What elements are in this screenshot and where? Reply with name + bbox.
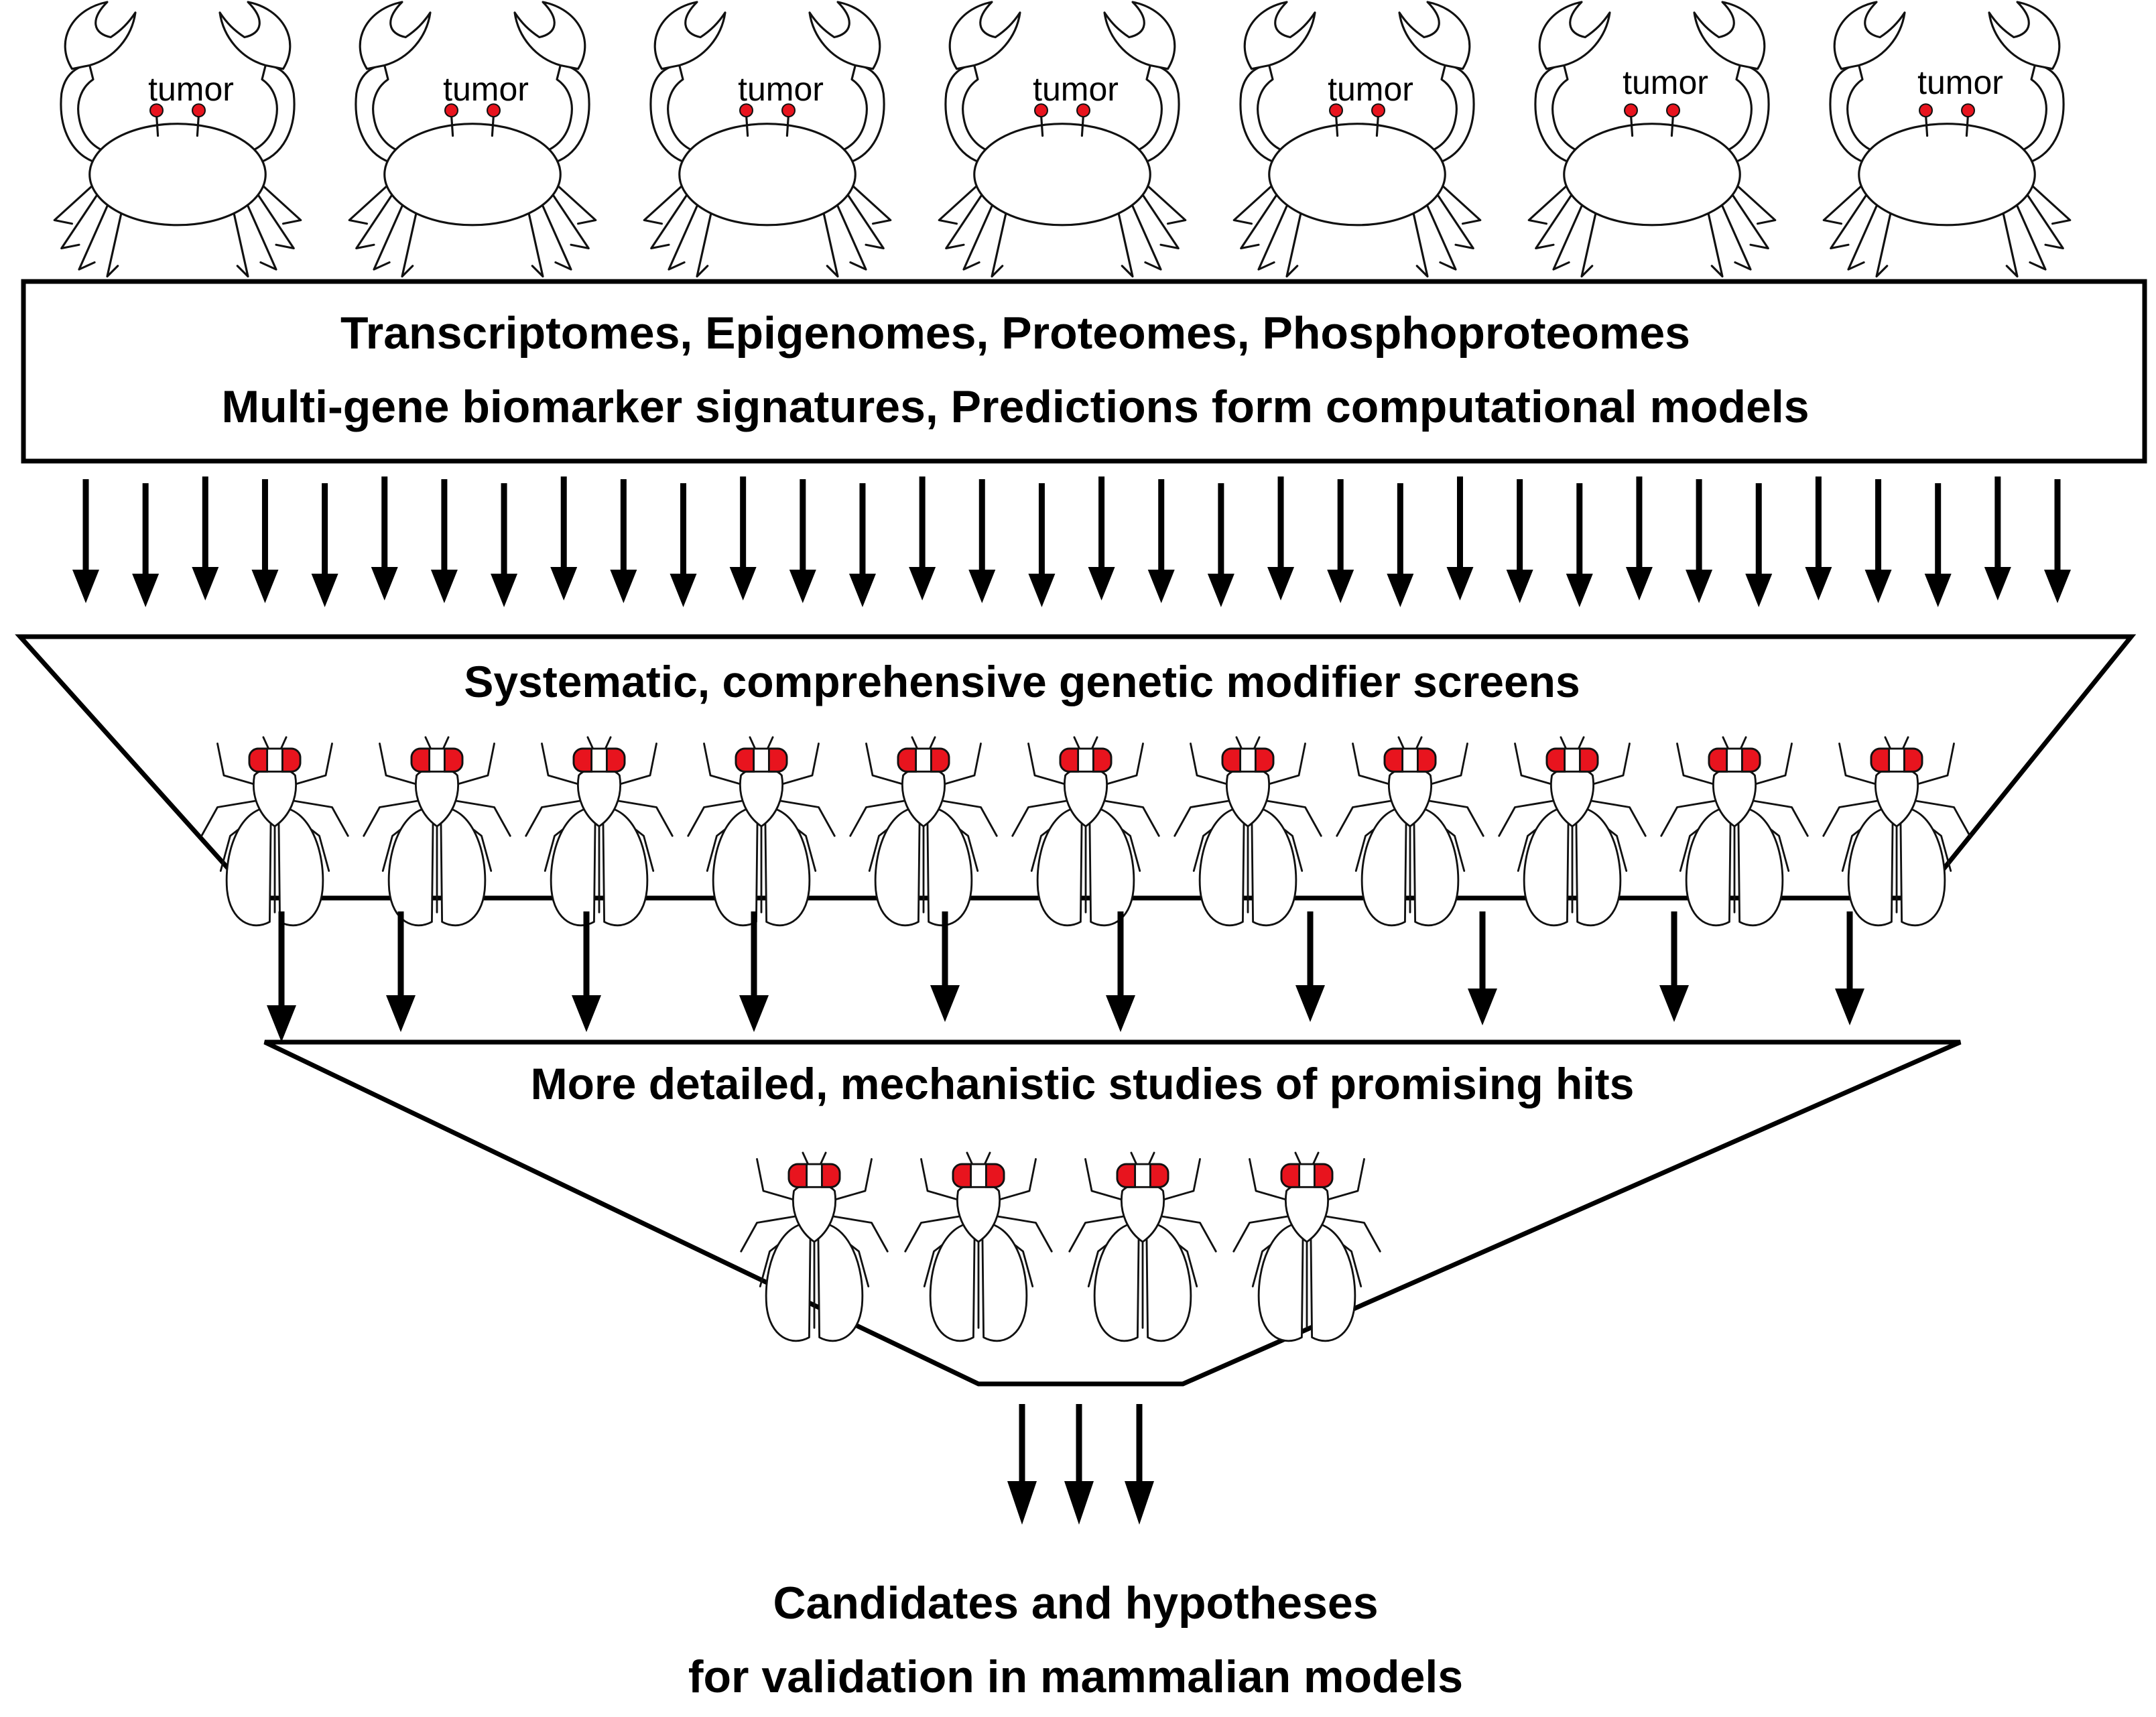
mechanistic-funnel [263,1039,1962,1387]
down-arrow [1147,479,1175,603]
crab-icon [1822,1,2072,278]
crab-label: tumor [1033,70,1119,108]
crab-icon [938,1,1187,278]
down-arrow [386,911,416,1032]
down-arrow [1625,476,1653,600]
screen-title: Systematic, comprehensive genetic modifi… [464,657,1580,706]
down-arrow [1327,479,1354,603]
crab-label: tumor [148,70,234,108]
output-line-1: Candidates and hypotheses [773,1578,1378,1629]
down-arrow [1267,476,1295,600]
arrows-screen-to-mechanistic [267,911,1864,1042]
down-arrow [132,483,160,607]
arrows-omics-to-screen [72,476,2071,607]
down-arrow [1984,476,2011,600]
down-arrow [1686,479,1713,603]
down-arrow [670,483,697,607]
down-arrow [267,911,296,1042]
output-line-2: for validation in mammalian models [688,1651,1463,1702]
down-arrow [1295,911,1325,1022]
omics-box [21,279,2147,464]
down-arrow [371,476,398,600]
arrows-to-output [1007,1404,1154,1525]
crab-label: tumor [1917,64,2003,101]
down-arrow [968,479,996,603]
crab-label: tumor [1623,64,1708,101]
down-arrow [1064,1404,1094,1525]
down-arrow [739,911,769,1032]
down-arrow [1125,1404,1154,1525]
crab-label: tumor [443,70,529,108]
down-arrow [1007,1404,1037,1525]
down-arrow [1106,911,1135,1032]
crab-row: tumor tumor tumor tumor tumor tumor tumor [53,1,2072,278]
down-arrow [1566,483,1593,607]
down-arrow [311,483,338,607]
down-arrow [491,483,518,607]
crab-label: tumor [738,70,824,108]
down-arrow [1387,483,1414,607]
down-arrow [610,479,637,603]
down-arrow [1446,476,1474,600]
crab-label: tumor [1328,70,1413,108]
down-arrow [1864,479,1892,603]
down-arrow [192,476,219,600]
down-arrow [1088,476,1115,600]
down-arrow [1835,911,1864,1025]
down-arrow [1745,483,1773,607]
down-arrow [1207,483,1234,607]
down-arrow [572,911,601,1032]
crab-icon [53,1,302,278]
down-arrow [2044,479,2071,603]
down-arrow [1468,911,1497,1025]
down-arrow [251,479,279,603]
down-arrow [729,476,757,600]
down-arrow [72,479,99,603]
omics-line-1: Transcriptomes, Epigenomes, Proteomes, P… [340,308,1690,359]
crab-icon [1527,1,1777,278]
crab-icon [348,1,597,278]
down-arrow [1659,911,1689,1022]
down-arrow [1506,479,1533,603]
down-arrow [1805,476,1832,600]
down-arrow [789,479,816,603]
down-arrow [550,476,578,600]
down-arrow [1924,483,1952,607]
down-arrow [930,911,960,1022]
mechanistic-title: More detailed, mechanistic studies of pr… [531,1059,1635,1108]
down-arrow [1028,483,1056,607]
down-arrow [430,479,458,603]
crab-icon [643,1,892,278]
crab-icon [1232,1,1482,278]
omics-line-2: Multi-gene biomarker signatures, Predict… [221,381,1809,432]
down-arrow [848,483,876,607]
down-arrow [909,476,936,600]
